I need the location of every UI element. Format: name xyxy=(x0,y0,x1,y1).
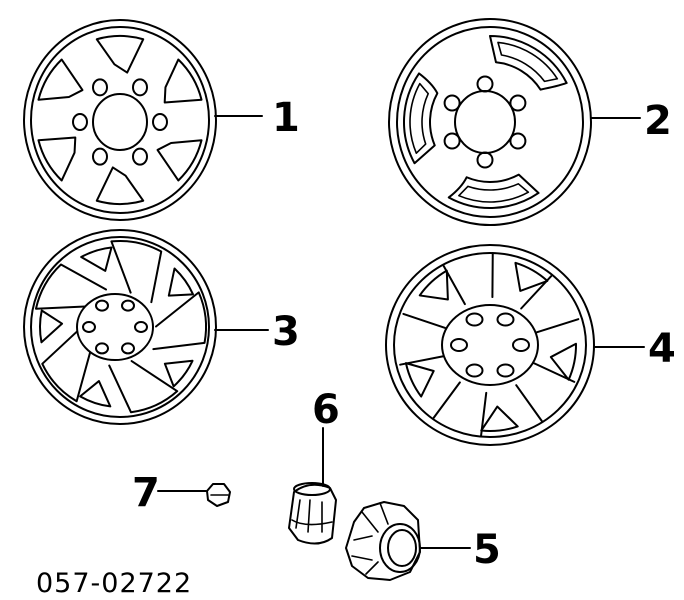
lug-hole-icon xyxy=(450,338,468,352)
window-icon xyxy=(514,261,549,292)
diagram-code: 057-02722 xyxy=(36,568,192,599)
lug-hole-icon xyxy=(92,147,108,166)
slot-inner-icon xyxy=(409,82,429,154)
wheel-cover-4-icon xyxy=(385,244,595,446)
slot-icon xyxy=(37,58,84,101)
wheel-cover-3-icon xyxy=(23,229,217,425)
lug-hole-icon xyxy=(132,147,148,166)
lug-hole-icon xyxy=(476,151,494,169)
center-cap-icon xyxy=(345,501,421,581)
window-icon xyxy=(480,405,519,432)
wheel-cover-1-icon xyxy=(23,19,217,221)
window-icon xyxy=(418,269,449,301)
window-icon xyxy=(163,359,194,388)
lug-hole-icon xyxy=(121,299,135,312)
lug-hole-icon xyxy=(82,321,96,333)
lug-hole-icon xyxy=(72,113,88,131)
lug-hole-icon xyxy=(121,342,135,355)
window-icon xyxy=(404,362,435,398)
lug-hole-icon xyxy=(132,78,148,97)
window-icon xyxy=(549,342,577,381)
callout-3: 3 xyxy=(272,309,300,355)
spoke-icon xyxy=(152,291,207,351)
clip-icon xyxy=(206,483,231,507)
callout-6: 6 xyxy=(312,387,340,433)
slot-icon xyxy=(403,72,439,165)
slot-icon xyxy=(489,35,568,91)
lug-hole-icon xyxy=(496,312,515,327)
slot-inner-icon xyxy=(497,41,559,83)
window-icon xyxy=(79,380,112,408)
lug-hole-icon xyxy=(496,363,515,378)
lug-hole-icon xyxy=(92,78,108,97)
callout-1: 1 xyxy=(272,95,300,141)
slot-icon xyxy=(37,136,77,182)
spoke-icon xyxy=(108,360,179,414)
lug-hole-icon xyxy=(509,132,527,150)
slot-icon xyxy=(95,35,145,74)
spoke-icon xyxy=(41,327,93,403)
spoke-icon xyxy=(515,362,576,423)
spoke-icon xyxy=(399,312,447,366)
spoke-icon xyxy=(110,240,163,304)
lug-hole-icon xyxy=(95,299,109,312)
spoke-icon xyxy=(34,263,108,310)
lug-hole-icon xyxy=(465,312,484,327)
lug-hole-icon xyxy=(152,113,168,131)
spoke-icon xyxy=(520,275,580,334)
spoke-icon xyxy=(432,381,488,438)
lug-hole-icon xyxy=(476,75,494,93)
lug-hole-icon xyxy=(134,321,148,333)
lug-hole-icon xyxy=(512,338,530,352)
slot-icon xyxy=(156,139,203,182)
center-cap-ornament-icon xyxy=(288,482,337,545)
callout-2: 2 xyxy=(644,98,672,144)
lug-hole-icon xyxy=(95,342,109,355)
lug-hole-icon xyxy=(465,363,484,378)
callout-5: 5 xyxy=(473,527,501,573)
window-icon xyxy=(39,309,64,344)
callout-4: 4 xyxy=(648,326,676,372)
wheel-cover-2-icon xyxy=(388,18,592,226)
lug-hole-icon xyxy=(509,94,527,112)
window-icon xyxy=(80,246,113,272)
callout-7: 7 xyxy=(132,470,160,516)
lug-hole-icon xyxy=(443,94,461,112)
slot-icon xyxy=(163,58,203,104)
window-icon xyxy=(167,267,195,297)
slot-inner-icon xyxy=(458,183,530,203)
slot-icon xyxy=(447,173,540,209)
lug-hole-icon xyxy=(443,132,461,150)
slot-icon xyxy=(95,166,145,205)
